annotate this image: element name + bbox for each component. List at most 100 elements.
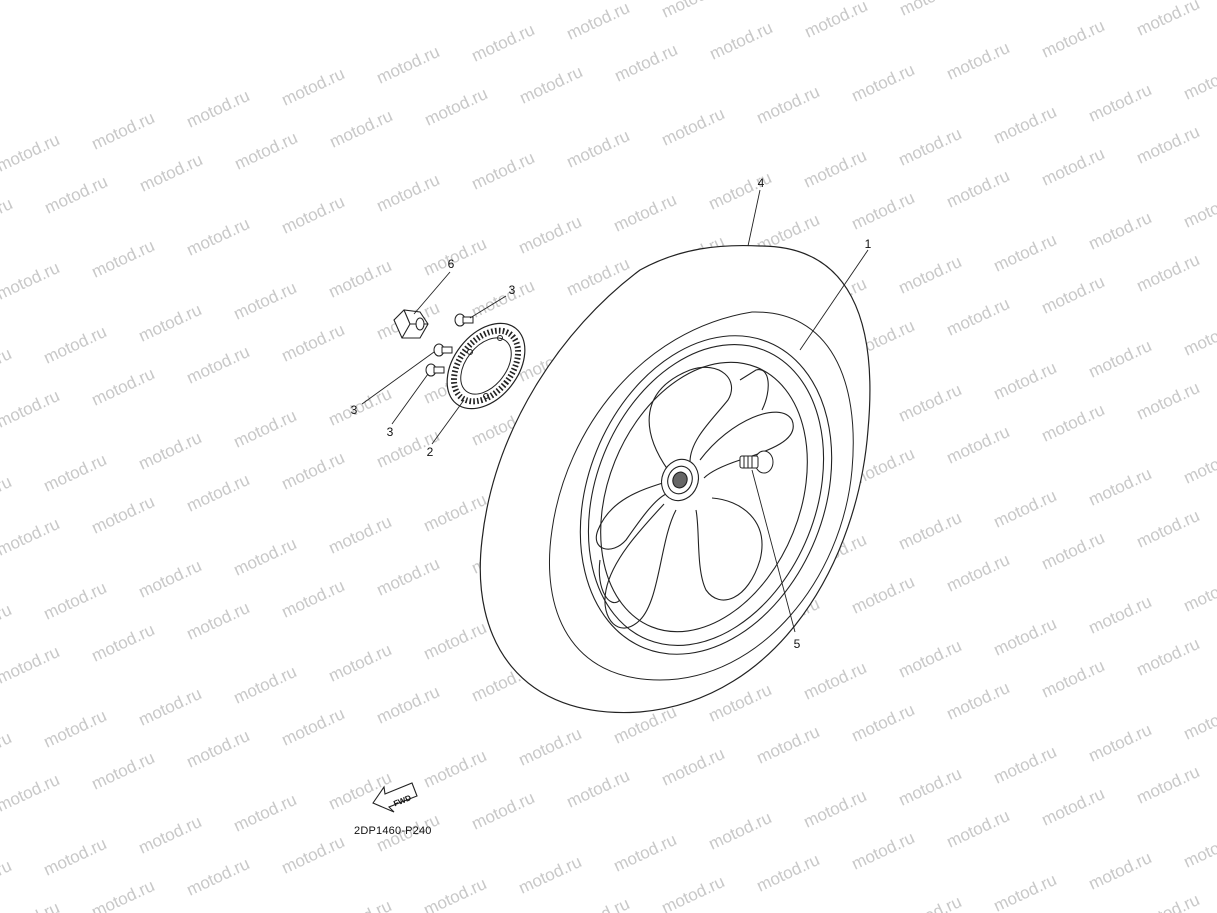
watermark-text: motod.ru <box>1086 80 1155 126</box>
watermark-text: motod.ru <box>801 786 870 832</box>
leader-1 <box>799 249 869 351</box>
diagram-code: 2DP1460-P240 <box>354 825 432 837</box>
watermark-text: motod.ru <box>231 790 300 836</box>
watermark-text: motod.ru <box>564 894 633 913</box>
watermark-text: motod.ru <box>137 150 206 196</box>
screw-top <box>454 313 474 327</box>
watermark-text: motod.ru <box>1134 890 1203 913</box>
watermark-text: motod.ru <box>279 832 348 878</box>
watermark-text: motod.ru <box>41 834 110 880</box>
callout-3-top: 3 <box>508 283 516 297</box>
watermark-text: motod.ru <box>1039 528 1108 574</box>
watermark-text: motod.ru <box>991 486 1060 532</box>
watermark-text: motod.ru <box>1039 656 1108 702</box>
watermark-text: motod.ru <box>991 230 1060 276</box>
watermark-text: motod.ru <box>374 682 443 728</box>
watermark-text: motod.ru <box>136 556 205 602</box>
watermark-text: motod.ru <box>564 126 633 172</box>
watermark-text: motod.ru <box>0 130 62 176</box>
leader-2 <box>431 399 465 445</box>
watermark-text: motod.ru <box>0 642 62 688</box>
watermark-text: motod.ru <box>801 146 870 192</box>
watermark-text: motod.ru <box>279 64 348 110</box>
watermark-text: motod.ru <box>41 706 110 752</box>
watermark-text: motod.ru <box>184 214 253 260</box>
watermark-text: motod.ru <box>802 0 871 42</box>
watermark-text: motod.ru <box>184 86 253 132</box>
watermark-text: motod.ru <box>1181 570 1217 616</box>
watermark-text: motod.ru <box>849 188 918 234</box>
watermark-text: motod.ru <box>89 876 158 913</box>
watermark-text: motod.ru <box>0 600 14 646</box>
watermark-text: motod.ru <box>896 124 965 170</box>
watermark-text: motod.ru <box>136 684 205 730</box>
watermark-text: motod.ru <box>184 470 253 516</box>
watermark-text: motod.ru <box>612 40 681 86</box>
watermark-text: motod.ru <box>991 102 1060 148</box>
watermark-text: motod.ru <box>1181 58 1217 104</box>
watermark-text: motod.ru <box>326 640 395 686</box>
watermark-text: motod.ru <box>326 512 395 558</box>
watermark-text: motod.ru <box>0 194 15 240</box>
watermark-text: motod.ru <box>89 492 158 538</box>
valve-stem <box>739 450 774 474</box>
watermark-text: motod.ru <box>184 726 253 772</box>
watermark-text: motod.ru <box>754 850 823 896</box>
watermark-text: motod.ru <box>896 380 965 426</box>
watermark-text: motod.ru <box>41 578 110 624</box>
watermark-text: motod.ru <box>1039 784 1108 830</box>
watermark-text: motod.ru <box>611 830 680 876</box>
watermark-text: motod.ru <box>279 576 348 622</box>
watermark-text: motod.ru <box>991 742 1060 788</box>
watermark-text: motod.ru <box>801 658 870 704</box>
watermark-text: motod.ru <box>41 450 110 496</box>
watermark-text: motod.ru <box>184 854 253 900</box>
watermark-text: motod.ru <box>327 106 396 152</box>
watermark-text: motod.ru <box>706 808 775 854</box>
leader-4 <box>747 189 761 247</box>
watermark-text: motod.ru <box>422 84 491 130</box>
watermark-text: motod.ru <box>326 256 395 302</box>
watermark-text: motod.ru <box>944 166 1013 212</box>
callout-2: 2 <box>426 445 434 459</box>
watermark-text: motod.ru <box>1134 762 1203 808</box>
watermark-text: motod.ru <box>231 662 300 708</box>
watermark-text: motod.ru <box>326 896 395 913</box>
watermark-text: motod.ru <box>1086 848 1155 894</box>
watermark-text: motod.ru <box>136 428 205 474</box>
watermark-text: motod.ru <box>0 856 14 902</box>
leader-3a <box>469 295 507 319</box>
watermark-text: motod.ru <box>1086 336 1155 382</box>
watermark-text: motod.ru <box>944 806 1013 852</box>
watermark-text: motod.ru <box>1181 826 1217 872</box>
watermark-text: motod.ru <box>89 236 158 282</box>
watermark-text: motod.ru <box>516 852 585 898</box>
watermark-text: motod.ru <box>611 190 680 236</box>
watermark-text: motod.ru <box>421 618 490 664</box>
leader-lines <box>361 189 869 633</box>
screw-middle <box>433 343 453 357</box>
watermark-text: motod.ru <box>1134 378 1203 424</box>
watermark-text: motod.ru <box>1134 250 1203 296</box>
watermark-text: motod.ru <box>469 276 538 322</box>
watermark-text: motod.ru <box>1086 720 1155 766</box>
watermark-text: motod.ru <box>896 892 965 913</box>
watermark-text: motod.ru <box>231 534 300 580</box>
watermark-text: motod.ru <box>754 722 823 768</box>
watermark-text: motod.ru <box>231 406 300 452</box>
watermark-text: motod.ru <box>991 870 1060 913</box>
watermark-text: motod.ru <box>1134 122 1203 168</box>
watermark-text: motod.ru <box>421 490 490 536</box>
watermark-text: motod.ru <box>849 828 918 874</box>
watermark-text: motod.ru <box>896 508 965 554</box>
watermark-text: motod.ru <box>42 172 111 218</box>
watermark-text: motod.ru <box>896 764 965 810</box>
watermark-text: motod.ru <box>0 514 62 560</box>
watermark-text: motod.ru <box>659 744 728 790</box>
watermark-text: motod.ru <box>0 898 62 913</box>
watermark-text: motod.ru <box>0 344 14 390</box>
watermark-text: motod.ru <box>944 422 1013 468</box>
watermark-text: motod.ru <box>279 448 348 494</box>
leader-6 <box>413 271 451 315</box>
watermark-text: motod.ru <box>89 748 158 794</box>
